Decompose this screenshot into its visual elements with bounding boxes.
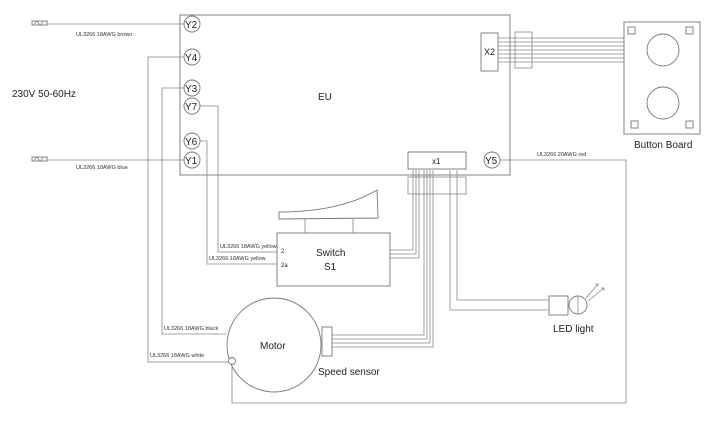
motor-ground-terminal xyxy=(228,357,236,365)
x1-ferrite xyxy=(407,176,467,195)
wire-red xyxy=(231,159,627,404)
terminal-y6: Y6 xyxy=(183,132,201,150)
terminal-y1: Y1 xyxy=(183,151,201,169)
button-board xyxy=(623,21,701,135)
wire-bundle-sensor xyxy=(331,170,434,348)
motor-label: Motor xyxy=(260,341,286,352)
svg-text:Y3: Y3 xyxy=(185,84,198,95)
terminal-y3: Y3 xyxy=(183,79,201,97)
x1-label: x1 xyxy=(432,157,441,166)
wire-black xyxy=(161,87,226,335)
switch-pin-2: 2 xyxy=(281,249,285,255)
switch-s1 xyxy=(276,232,391,287)
switch-id: S1 xyxy=(324,262,337,273)
light-rays-icon xyxy=(585,283,605,302)
wire-label-red: UL3266 20AWG red xyxy=(537,152,586,158)
led-label: LED light xyxy=(553,324,594,335)
terminal-y4: Y4 xyxy=(183,48,201,66)
svg-text:Y6: Y6 xyxy=(185,137,198,148)
plug-icon-brown xyxy=(31,20,48,26)
wire-white xyxy=(147,56,232,363)
wire-label-white: UL3266 18AWG white xyxy=(150,353,204,359)
wire-bundle-switch xyxy=(390,170,420,259)
eu-label: EU xyxy=(318,92,332,103)
wire-label-blue: UL3266 18AWG blue xyxy=(76,165,128,171)
wire-yellow-2 xyxy=(200,140,277,265)
terminal-y5: Y5 xyxy=(483,151,501,169)
supply-label: 230V 50-60Hz xyxy=(12,89,76,100)
speed-sensor xyxy=(321,326,333,357)
wire-label-yellow-1: UL3266 18AWG yellow xyxy=(220,244,277,250)
x2-label: X2 xyxy=(484,47,495,57)
wire-label-yellow-2: UL3266 18AWG yellow xyxy=(209,256,266,262)
wire-yellow-1 xyxy=(200,105,277,253)
x1-connector xyxy=(407,151,467,170)
wire-label-brown: UL3266 18AWG brown xyxy=(76,32,132,38)
wire-label-black: UL3266 18AWG black xyxy=(164,326,218,332)
wire-bundle-led xyxy=(449,170,550,311)
x2-connector xyxy=(480,32,499,72)
svg-text:Y4: Y4 xyxy=(185,53,198,64)
svg-text:Y1: Y1 xyxy=(185,156,198,167)
svg-text:Y7: Y7 xyxy=(185,102,198,113)
button-board-cable xyxy=(498,37,624,63)
terminal-y2: Y2 xyxy=(183,15,201,33)
switch-pin-2a: 2a xyxy=(281,263,288,269)
switch-trigger xyxy=(278,189,379,233)
terminal-y7: Y7 xyxy=(183,97,201,115)
plug-icon-blue xyxy=(31,156,48,162)
led-light xyxy=(548,283,605,316)
button-board-label: Button Board xyxy=(634,140,692,151)
speed-sensor-label: Speed sensor xyxy=(318,367,380,378)
motor xyxy=(226,297,322,393)
svg-text:Y5: Y5 xyxy=(485,156,498,167)
ferrite-core xyxy=(514,31,533,69)
svg-text:Y2: Y2 xyxy=(185,20,198,31)
switch-label: Switch xyxy=(316,248,345,259)
eu-box xyxy=(179,14,511,176)
